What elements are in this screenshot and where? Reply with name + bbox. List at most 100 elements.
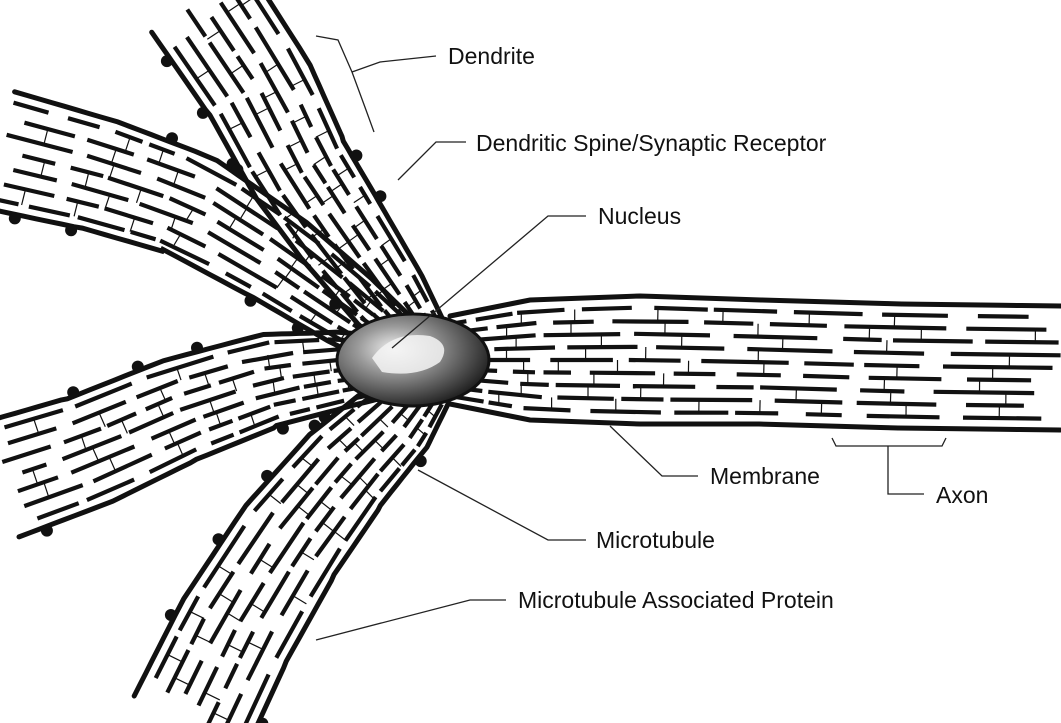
microtubule-segment (210, 43, 244, 93)
map-leader (316, 600, 506, 640)
microtubule-segment (612, 321, 688, 322)
dendritic-spine-dot (41, 525, 53, 537)
microtubule-segment (328, 428, 351, 448)
map-crosslink (248, 642, 263, 649)
microtubule-segment (219, 372, 254, 383)
axon-leader (888, 446, 924, 494)
microtubule-segment (288, 145, 302, 173)
microtubule-segment (361, 407, 392, 436)
map-crosslink (256, 108, 269, 115)
microtubule-segment (281, 164, 310, 209)
map-crosslink (169, 431, 175, 444)
microtubule-segment (302, 391, 339, 399)
microtubule-segment (270, 523, 304, 573)
map-crosslink (380, 419, 388, 427)
microtubule-segment (737, 374, 781, 375)
dendritic-spine-dot (292, 322, 304, 334)
microtubule-segment (316, 507, 334, 531)
microtubule-segment (418, 433, 427, 446)
microtubule-leader (418, 470, 586, 540)
microtubule-segment (14, 103, 49, 113)
map-crosslink (168, 655, 183, 662)
dendritic-spine-dot (329, 298, 341, 310)
map-crosslink (214, 713, 229, 720)
map-crosslink (277, 278, 284, 288)
map-crosslink (197, 70, 210, 79)
microtubule-segment (857, 403, 937, 405)
label-microtubule-associated-protein: Microtubule Associated Protein (518, 589, 834, 612)
microtubule-segment (966, 405, 1024, 406)
microtubule-segment (882, 315, 948, 316)
microtubule-segment (242, 675, 269, 723)
microtubule-segment (22, 156, 55, 164)
map-crosslink (266, 63, 279, 72)
microtubule-segment (335, 464, 351, 483)
membrane-leader (610, 426, 698, 476)
map-crosslink (218, 566, 232, 574)
microtubule-segment (305, 177, 324, 205)
dendritic-spine-dot (319, 411, 331, 423)
microtubule-segment (203, 403, 243, 417)
dendritic-spine-dot (374, 190, 386, 202)
microtubule-segment (265, 365, 291, 369)
map-crosslink (160, 388, 166, 401)
dendritic-spine-dot (191, 342, 203, 354)
map-crosslink (289, 141, 302, 148)
map-crosslink (227, 613, 241, 622)
map-crosslink (392, 458, 401, 467)
microtubule-segment (557, 398, 613, 399)
map-crosslink (314, 157, 326, 165)
dendritic-spine-dot (231, 164, 243, 176)
map-crosslink (99, 413, 105, 427)
microtubule-segment (170, 198, 206, 214)
microtubule-segment (775, 401, 843, 403)
microtubule-segment (544, 334, 621, 335)
map-crosslink (334, 531, 346, 540)
microtubule-segment (189, 366, 228, 377)
map-crosslink (85, 172, 89, 187)
microtubule-segment (674, 374, 716, 375)
dendritic-spine-dot (415, 455, 427, 467)
microtubule-segment (2, 447, 50, 463)
dendrite-leader (352, 56, 436, 72)
microtubule-segment (147, 159, 195, 176)
microtubule-segment (590, 373, 655, 374)
map-crosslink (159, 150, 164, 164)
map-crosslink (354, 195, 365, 202)
label-axon: Axon (936, 484, 988, 507)
map-crosslink (316, 131, 329, 138)
microtubule-segment (844, 326, 946, 328)
map-crosslink (44, 482, 49, 497)
microtubule-segment (280, 488, 313, 529)
map-crosslink (205, 693, 220, 700)
microtubule-segment (68, 118, 100, 127)
microtubule-segment (29, 207, 70, 216)
microtubule-segment (8, 428, 56, 443)
microtubule-segment (476, 314, 513, 320)
microtubule-segment (951, 354, 1061, 355)
microtubule-segment (867, 416, 940, 417)
map-crosslink (121, 420, 127, 434)
map-crosslink (231, 65, 244, 74)
microtubule-segment (263, 294, 292, 312)
microtubule-segment (488, 392, 542, 397)
microtubule-segment (256, 27, 294, 90)
microtubule-segment (242, 353, 293, 362)
dendritic-spine-dot (67, 386, 79, 398)
microtubule-segment (185, 661, 201, 694)
microtubule-segment (747, 349, 832, 351)
microtubule-segment (943, 367, 1053, 368)
map-crosslink (158, 404, 164, 417)
microtubule-segment (670, 400, 752, 401)
microtubule-segment (238, 513, 273, 564)
microtubule-segment (301, 105, 312, 127)
microtubule-segment (621, 399, 663, 400)
microtubule-segment (479, 335, 536, 339)
microtubule-segment (24, 123, 75, 137)
map-crosslink (228, 645, 243, 652)
label-dendrite: Dendrite (448, 45, 535, 68)
microtubule-segment (72, 184, 129, 200)
microtubule-segment (556, 385, 620, 386)
microtubule-segment (225, 664, 237, 689)
